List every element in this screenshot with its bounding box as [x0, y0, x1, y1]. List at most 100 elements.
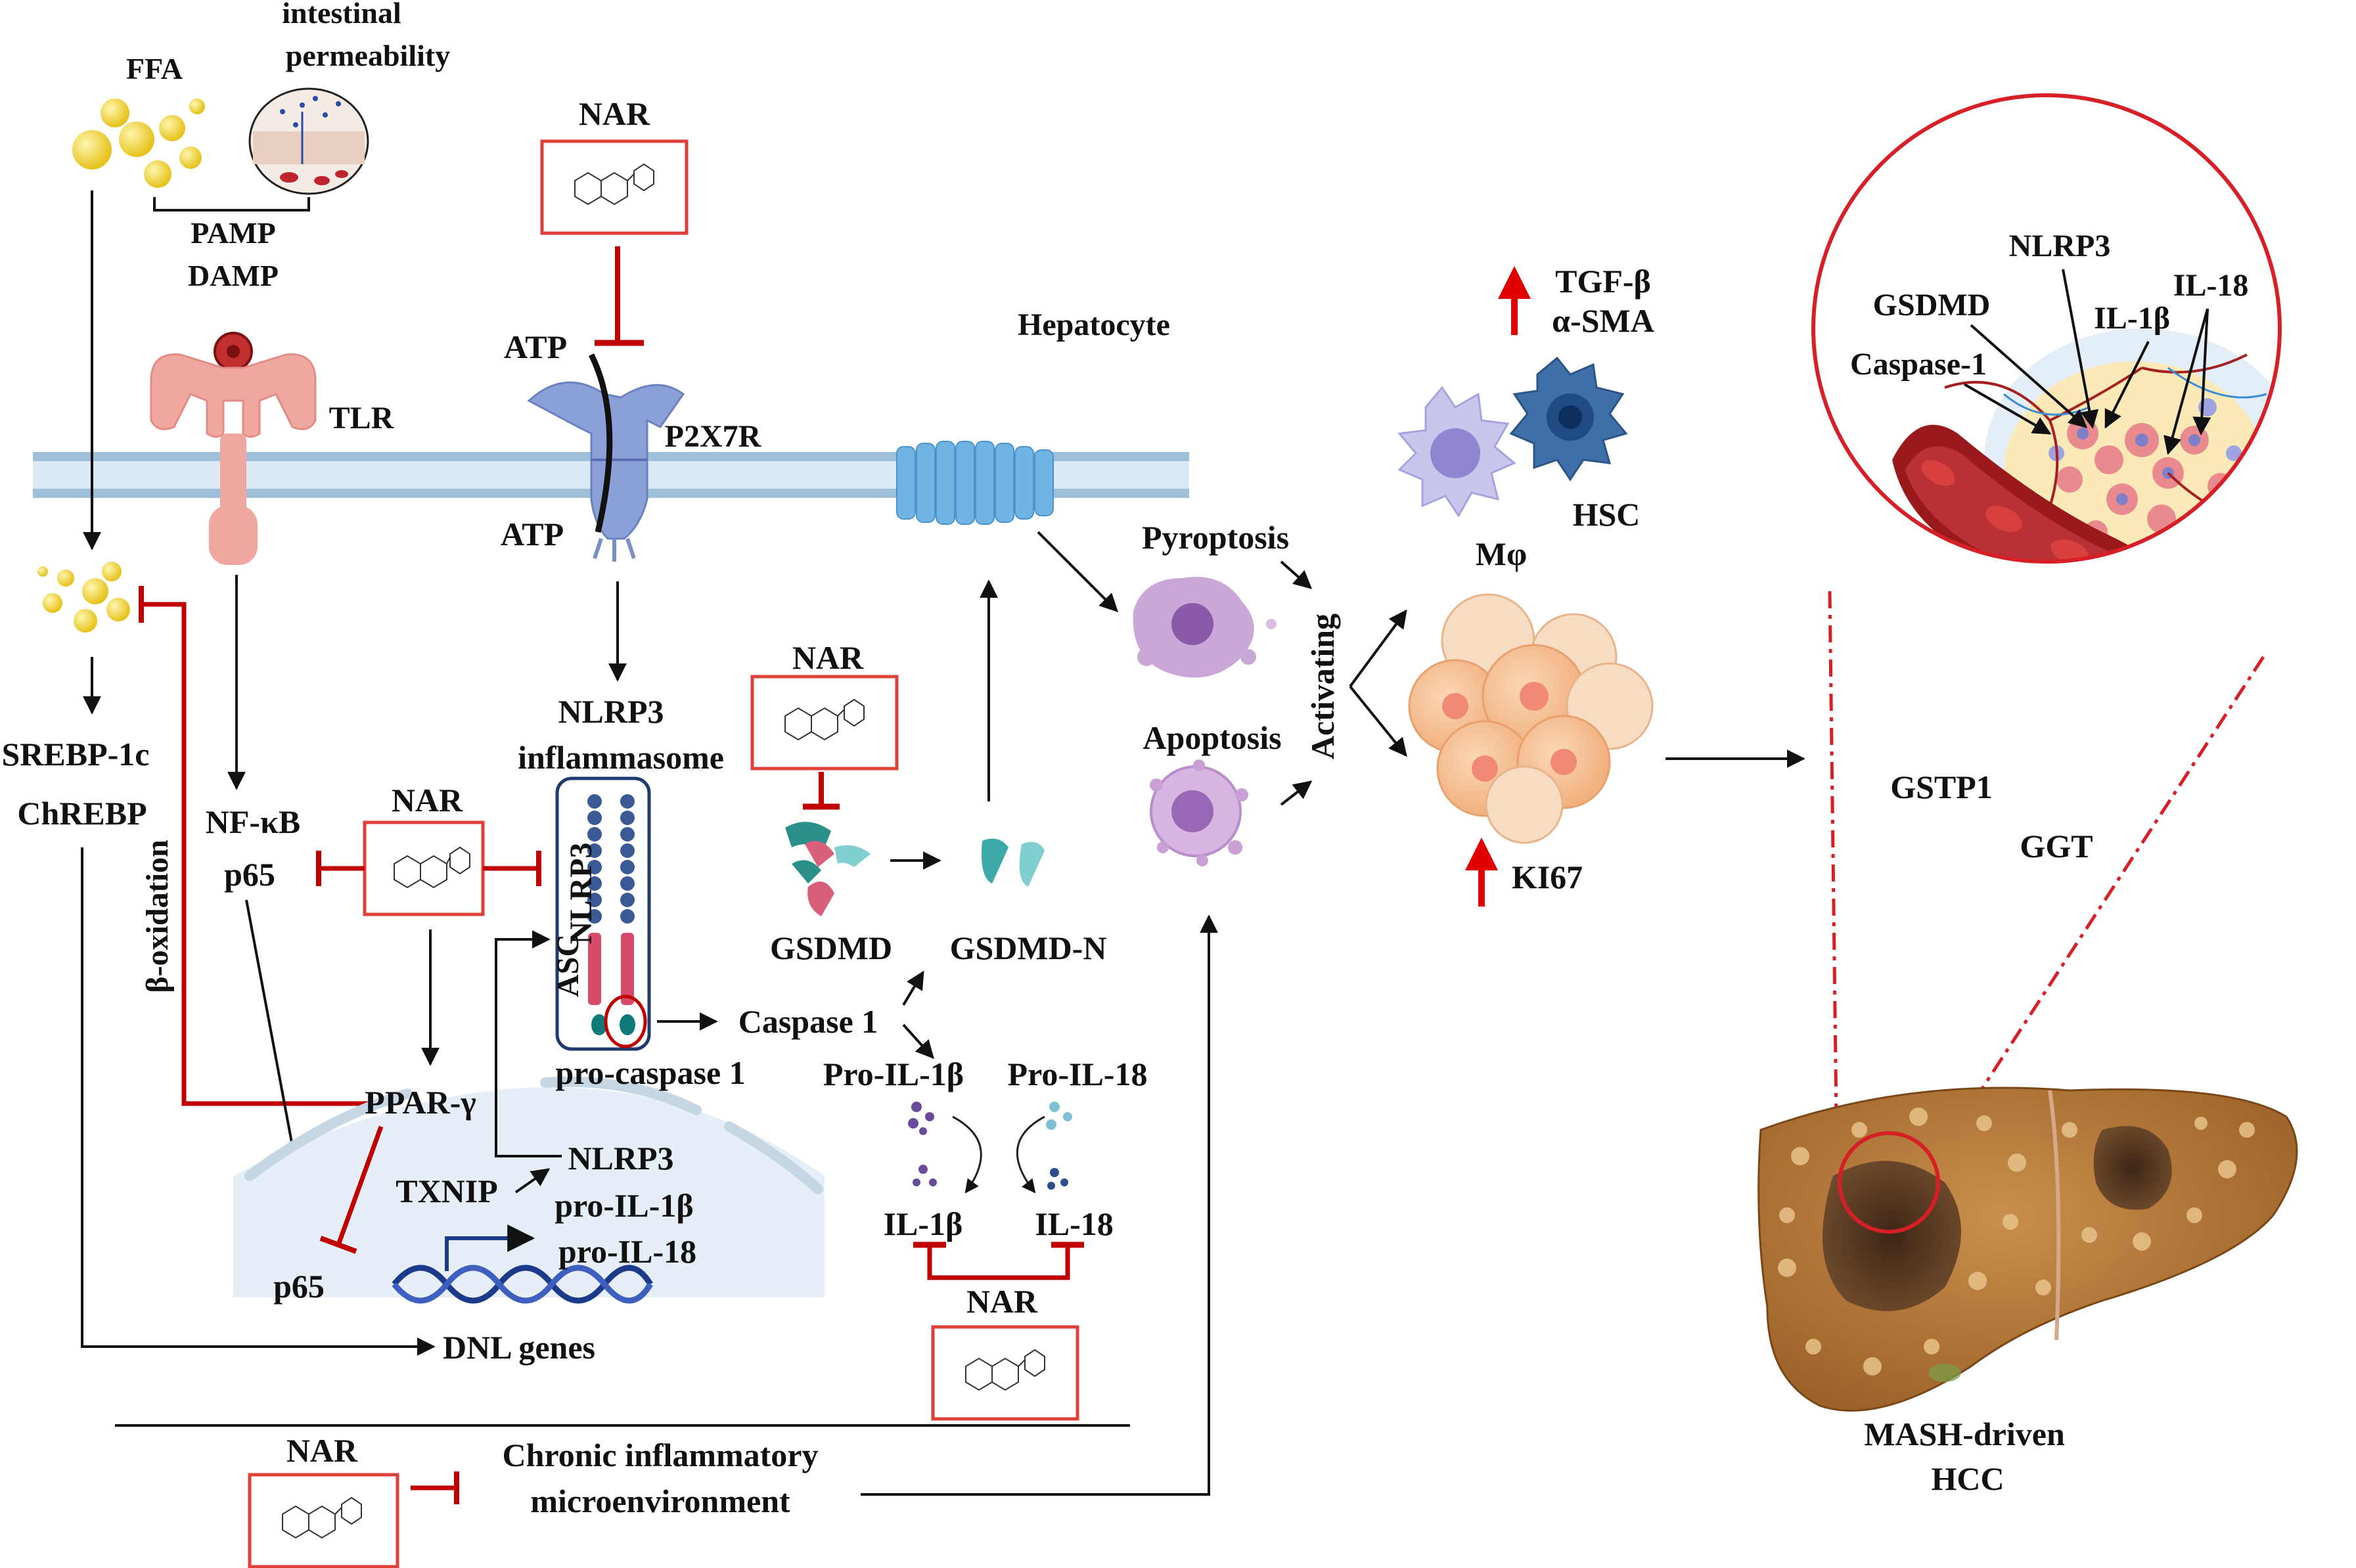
- zoom-il18-label: IL-18: [2173, 268, 2249, 303]
- pamp-label: PAMP: [191, 216, 275, 250]
- nucleus-proil18-label: pro-IL-18: [558, 1233, 696, 1270]
- zoom-pointer-lines: [1964, 269, 2211, 455]
- nar-left-label: NAR: [392, 782, 463, 818]
- p65-top-label: p65: [224, 856, 275, 893]
- mphi-label: Mφ: [1476, 535, 1527, 572]
- pore-to-pyroptosis-arrow: [1037, 531, 1118, 612]
- pyroptosis-label: Pyroptosis: [1142, 519, 1289, 556]
- intestinal-label-2: permeability: [286, 39, 450, 72]
- liver-illustration: [1757, 1086, 2298, 1412]
- apoptotic-cell: [1150, 759, 1248, 866]
- pro-il1b-label: Pro-IL-1β: [823, 1056, 964, 1092]
- ffa-droplets: [72, 99, 205, 188]
- ppar-inhibit-p65: [336, 1125, 384, 1246]
- nar-inhibit-il: [927, 1245, 1070, 1280]
- gsdmd-n-protein: [982, 838, 1045, 887]
- mash-label-2: HCC: [1931, 1460, 2004, 1497]
- nar-bottom-box: [248, 1473, 399, 1568]
- hepatocyte-label: Hepatocyte: [1018, 307, 1170, 342]
- beta-oxidation-label: β-oxidation: [140, 840, 175, 993]
- gasdermin-pore: [896, 441, 1054, 525]
- nlrp3-inflammasome-label-2: inflammasome: [518, 739, 724, 776]
- caspase-to-il-arrow: [902, 1023, 934, 1060]
- zoom-nlrp3-label: NLRP3: [2009, 229, 2111, 263]
- nucleus-proil1b-label: pro-IL-1β: [555, 1187, 694, 1224]
- gstp1-label: GSTP1: [1890, 769, 1993, 805]
- tlr-label: TLR: [329, 401, 395, 436]
- ppar-inhibit-p65-bar: [319, 1236, 357, 1254]
- hsc-cell: [1509, 356, 1628, 482]
- nar-mid-label: NAR: [792, 639, 864, 676]
- ppar-label: PPAR-γ: [365, 1084, 476, 1121]
- zoom-connector-lines: [1828, 591, 2265, 1157]
- activating-label: Activating: [1304, 614, 1341, 759]
- pro-il1b-particles: [908, 1102, 934, 1135]
- nar-bottom-label: NAR: [286, 1432, 358, 1469]
- txnip-arrow: [514, 1168, 551, 1194]
- dnl-label: DNL genes: [443, 1329, 595, 1366]
- gsdmd-n-label: GSDMD-N: [950, 930, 1107, 966]
- hepatocyte-cluster: [1408, 593, 1654, 844]
- tlr-receptor: [150, 332, 317, 565]
- pro-caspase-label: pro-caspase 1: [555, 1054, 745, 1091]
- zoom-gsdmd-label: GSDMD: [1873, 288, 1991, 323]
- nar-il-label: NAR: [966, 1283, 1038, 1320]
- chrebp-to-dnl-arrow: [81, 847, 436, 1356]
- p65-bottom-label: p65: [273, 1268, 325, 1305]
- nlrp3-inflammasome-label-1: NLRP3: [558, 693, 664, 730]
- zoom-il1b-label: IL-1β: [2094, 301, 2170, 336]
- nar-top-label: NAR: [579, 95, 650, 132]
- nlrp3-priming-arrow: [495, 930, 562, 1157]
- nar-il-box: [931, 1325, 1079, 1421]
- p2x7r-receptor: [527, 353, 685, 562]
- chronic-label-1: Chronic inflammatory: [503, 1437, 819, 1473]
- intestinal-permeability-icon: [248, 87, 369, 195]
- ffa-label: FFA: [126, 52, 183, 85]
- activating-to-hepatocytes-arrow: [1349, 685, 1407, 757]
- gsdmd-label: GSDMD: [770, 930, 892, 966]
- nlrp3-vertical-label: NLRP3: [564, 843, 599, 945]
- caspase-to-gsdmd-arrow: [902, 970, 924, 1006]
- atp-bottom-label: ATP: [501, 516, 564, 552]
- pyroptotic-cell: [1133, 577, 1277, 678]
- intestinal-label-1: intestinal: [282, 0, 401, 30]
- macrophage-cell: [1397, 386, 1516, 518]
- nucleus-nlrp3-label: NLRP3: [568, 1140, 673, 1176]
- srebp-label: SREBP-1c: [2, 736, 150, 773]
- ggt-label: GGT: [2020, 828, 2093, 864]
- asma-label: α-SMA: [1552, 302, 1654, 339]
- nucleus: [233, 1076, 825, 1297]
- chrebp-label: ChREBP: [17, 795, 147, 832]
- nar-top-box: [540, 139, 689, 235]
- tgf-label: TGF-β: [1555, 263, 1651, 300]
- pamp-bracket: [153, 197, 310, 212]
- il18-maturation-arrow: [1016, 1115, 1045, 1194]
- nar-left-box: [363, 820, 485, 916]
- beta-oxidation-path: [141, 602, 368, 1106]
- pro-il18-label: Pro-IL-18: [1008, 1056, 1148, 1092]
- nfkb-label: NF-κB: [206, 803, 300, 840]
- apoptosis-to-activating-arrow: [1280, 780, 1313, 806]
- dna-icon: [392, 1224, 653, 1304]
- hsc-label: HSC: [1573, 496, 1641, 533]
- damp-label: DAMP: [188, 259, 279, 292]
- caspase1-label: Caspase 1: [738, 1003, 878, 1040]
- p2x7r-label: P2X7R: [665, 419, 762, 454]
- il1b-particles: [913, 1165, 937, 1186]
- chronic-label-2: microenvironment: [530, 1483, 790, 1519]
- atp-top-label: ATP: [504, 328, 567, 365]
- il18-particles: [1047, 1168, 1068, 1190]
- mash-label-1: MASH-driven: [1864, 1416, 2065, 1452]
- chronic-to-apoptosis-arrow: [861, 914, 1218, 1496]
- txnip-label: TXNIP: [396, 1173, 498, 1209]
- il1b-label: IL-1β: [884, 1205, 963, 1242]
- zoom-caspase-label: Caspase-1: [1850, 347, 1987, 382]
- il18-label: IL-18: [1035, 1205, 1113, 1242]
- asc-label: ASC: [551, 934, 585, 997]
- inflammasome-complex: [555, 776, 651, 1051]
- ki67-label: KI67: [1512, 859, 1583, 895]
- lipid-droplets: [37, 562, 130, 633]
- pro-il18-particles: [1046, 1102, 1072, 1130]
- il1b-maturation-arrow: [952, 1115, 982, 1194]
